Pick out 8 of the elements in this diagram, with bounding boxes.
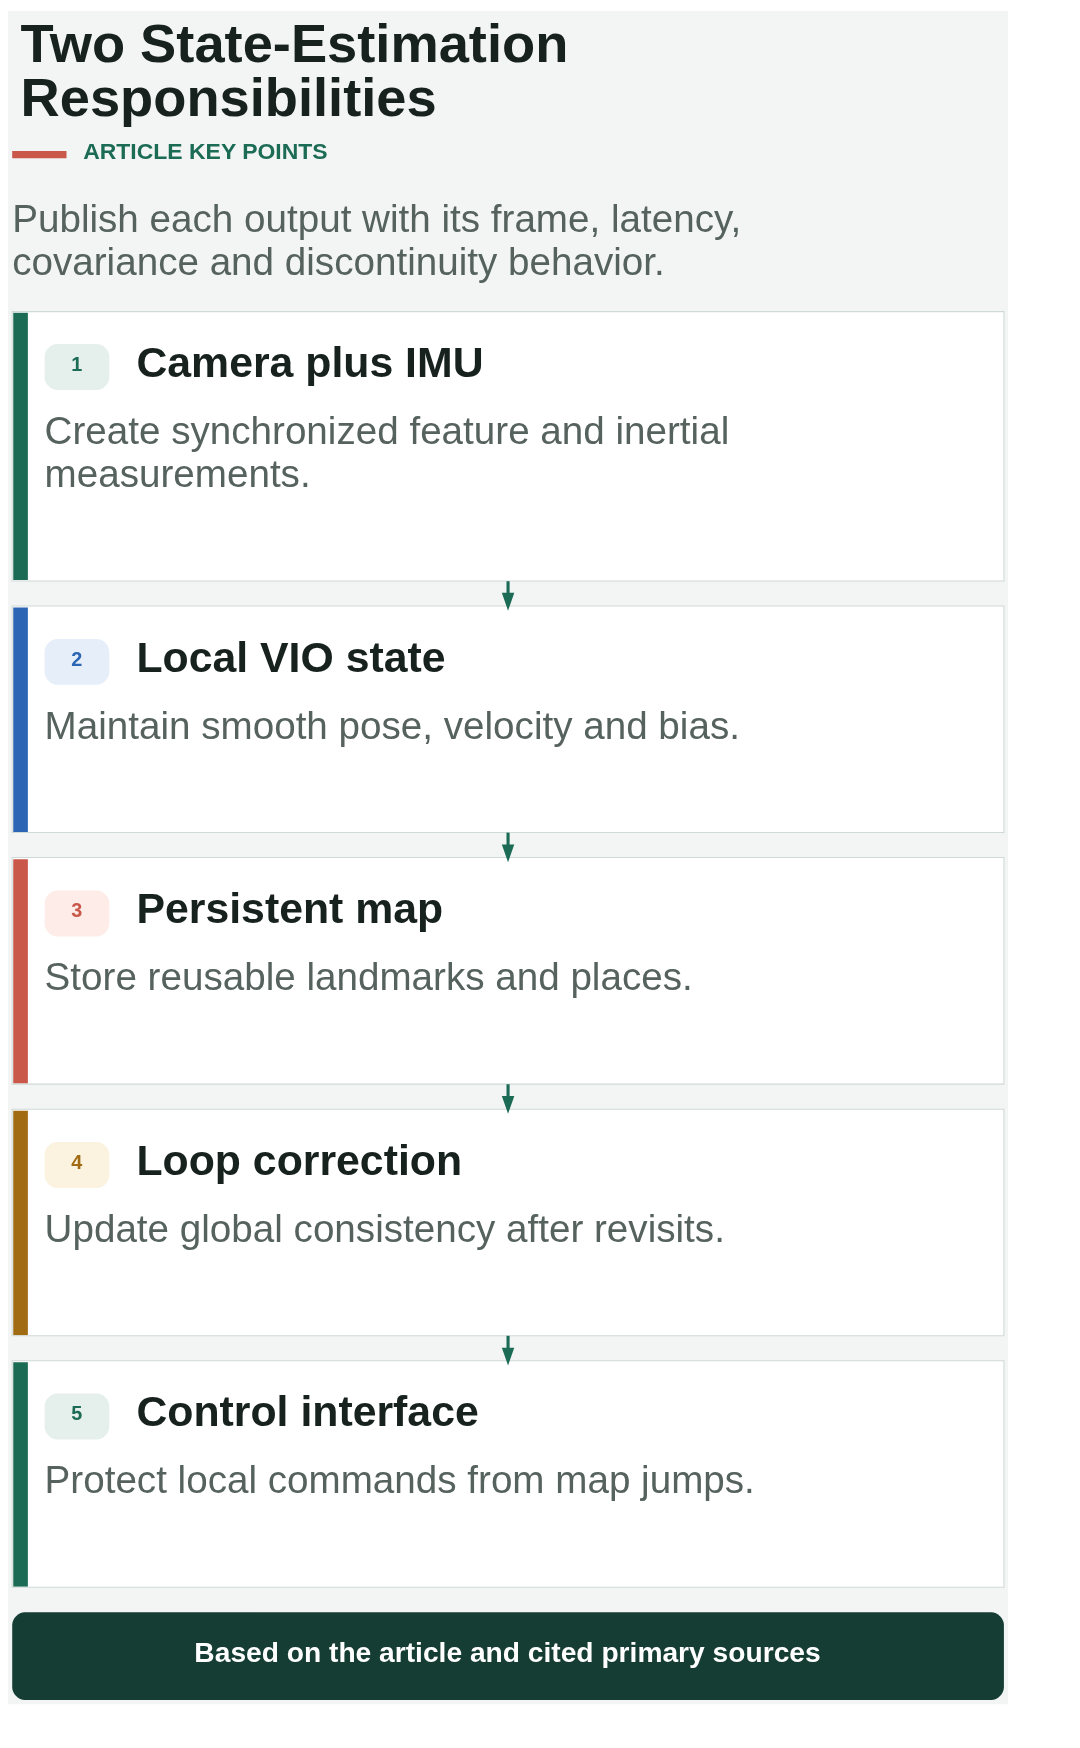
arrow [501,580,515,611]
arrow [501,1335,515,1365]
arrow [501,1083,515,1114]
diagram-title: Two State-Estimation Responsibilities [20,12,569,128]
arrow [501,832,515,862]
label: Publish each output with its frame, latency, covariance and discontinuity behavior. [12,196,742,283]
label: ARTICLE KEY POINTS [83,137,328,164]
node-box: Based on the article and cited primary sources [12,1611,1004,1700]
